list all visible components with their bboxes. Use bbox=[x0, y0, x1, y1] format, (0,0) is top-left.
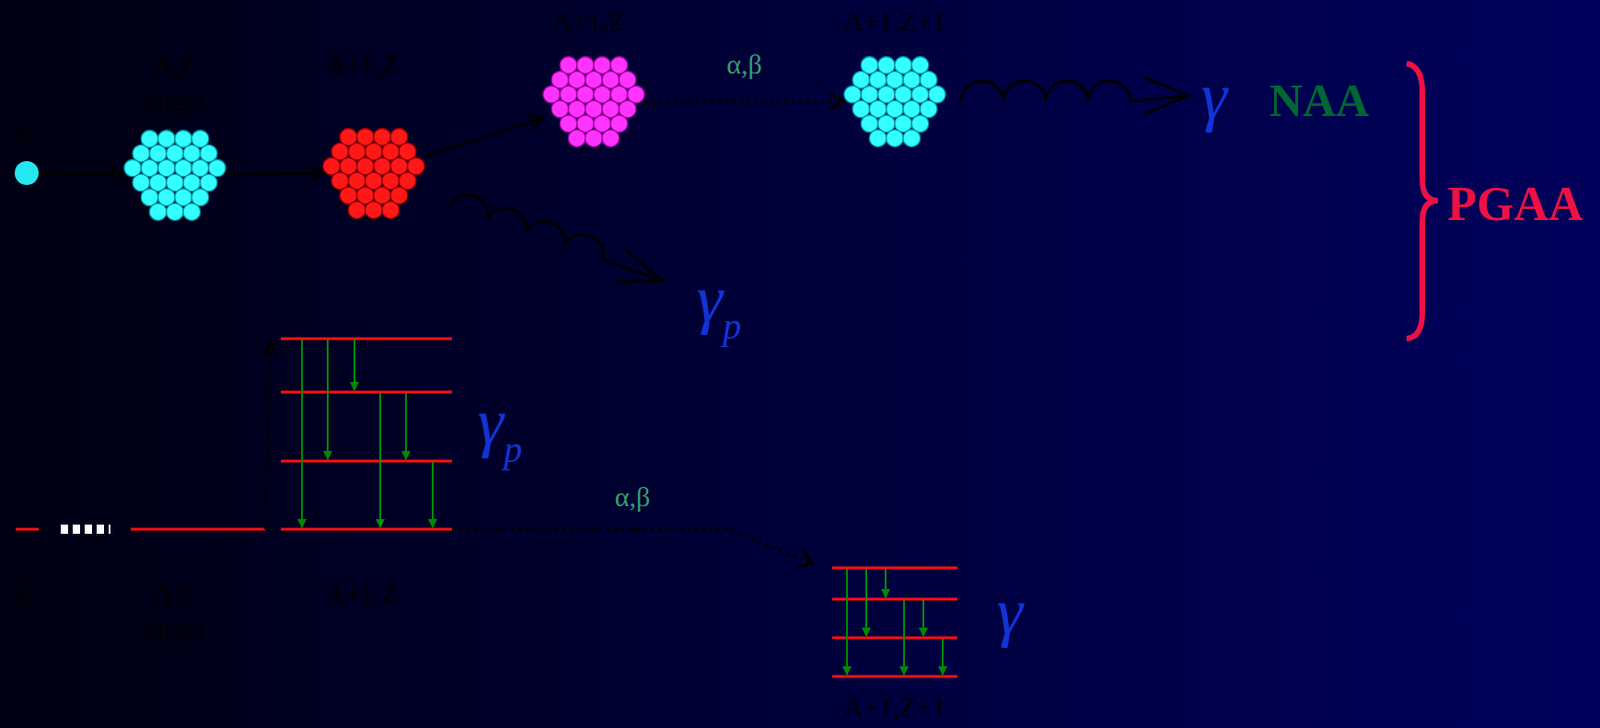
connector bbox=[225, 165, 324, 182]
energy-level bbox=[280, 460, 453, 464]
transition-arrow bbox=[301, 339, 303, 528]
energy-level bbox=[15, 528, 39, 532]
nucleus-label: A+1,Z bbox=[324, 50, 398, 79]
gamma-wave bbox=[961, 77, 1189, 115]
energy-level bbox=[832, 598, 958, 602]
connector-line bbox=[424, 117, 544, 157]
connector bbox=[644, 92, 845, 109]
decay-path bbox=[452, 529, 813, 565]
arrow-head bbox=[526, 115, 544, 130]
energy-level bbox=[832, 637, 958, 640]
transition-arrow bbox=[379, 393, 382, 528]
nucleus-shape bbox=[323, 122, 425, 224]
excitation-arrow bbox=[265, 345, 271, 530]
nucleon bbox=[602, 129, 620, 148]
curly-brace bbox=[1406, 63, 1438, 339]
wave-line bbox=[961, 81, 1189, 102]
arrow-head-line bbox=[795, 550, 816, 574]
connector-line bbox=[644, 99, 845, 104]
energy-level bbox=[832, 675, 958, 679]
nucleus-shape bbox=[844, 50, 946, 152]
edge-label: α,β bbox=[726, 50, 762, 79]
nucleon bbox=[869, 129, 887, 148]
nucleus-shape bbox=[124, 124, 226, 226]
prompt-gamma-label: γp bbox=[477, 389, 522, 469]
nucleon bbox=[382, 201, 400, 220]
nucleus-label: target bbox=[143, 86, 207, 115]
nucleus-node: A,Ztarget bbox=[124, 124, 226, 226]
transition-arrow bbox=[353, 339, 356, 391]
nucleus-label: A+1,Z bbox=[552, 7, 626, 35]
decay-label: α,β bbox=[614, 483, 650, 511]
transition-arrow bbox=[865, 568, 868, 637]
nucleus-label: A,Z bbox=[152, 50, 198, 79]
connector bbox=[38, 165, 125, 182]
connector-line bbox=[38, 173, 125, 174]
nucleus-label: A+1,Z+1 bbox=[843, 693, 946, 721]
nucleus-label: A,Z bbox=[152, 579, 198, 608]
transition-arrow bbox=[405, 393, 407, 460]
transition-arrow bbox=[941, 638, 944, 675]
neutron-dot bbox=[14, 161, 39, 186]
energy-level bbox=[130, 528, 266, 532]
arrow-head bbox=[264, 341, 278, 357]
transition-arrow bbox=[903, 600, 905, 675]
method-label: PGAA bbox=[1447, 180, 1583, 229]
energy-level bbox=[832, 567, 958, 570]
nucleus-node: A+1,Z+1 bbox=[844, 50, 946, 152]
nucleus-label: n bbox=[15, 118, 30, 147]
arrow-head bbox=[795, 550, 816, 574]
prompt-gamma-wave bbox=[443, 189, 669, 297]
neutron-node: n bbox=[14, 161, 39, 186]
nucleon bbox=[365, 201, 383, 220]
energy-level bbox=[280, 528, 453, 532]
gamma-label: γ bbox=[1201, 63, 1228, 130]
nucleus-shape bbox=[14, 161, 39, 186]
transitions bbox=[301, 339, 433, 528]
arrow-head bbox=[614, 250, 668, 297]
arrow-head bbox=[109, 165, 125, 182]
energy-level bbox=[280, 337, 453, 341]
prompt-gamma-label: γp bbox=[696, 266, 742, 346]
nucleon bbox=[585, 129, 603, 148]
nucleon bbox=[183, 203, 201, 221]
connector-line bbox=[225, 172, 324, 176]
arrow-head bbox=[829, 92, 845, 109]
nucleon bbox=[166, 203, 185, 221]
energy-level bbox=[280, 391, 453, 395]
nucleon bbox=[568, 129, 586, 148]
nucleus-node: A+1,Z bbox=[323, 122, 425, 224]
neutron-bar bbox=[60, 524, 111, 534]
nucleus-label: A+1,Z+1 bbox=[843, 7, 946, 35]
method-label: NAA bbox=[1269, 77, 1369, 124]
nucleon bbox=[903, 129, 921, 148]
transition-arrow bbox=[884, 568, 887, 598]
transitions bbox=[846, 568, 943, 675]
nucleus-label: A+1,Z bbox=[324, 579, 398, 608]
wave-line bbox=[449, 189, 669, 281]
nucleus-label: target bbox=[143, 615, 207, 644]
level-scheme bbox=[15, 338, 958, 677]
nucleus-shape bbox=[543, 50, 645, 152]
nucleon bbox=[347, 201, 366, 220]
particle-label: n bbox=[15, 579, 30, 608]
transition-arrow bbox=[431, 462, 434, 528]
transition-arrow bbox=[326, 339, 329, 460]
nucleon bbox=[886, 129, 905, 148]
connector bbox=[424, 115, 544, 157]
arrow-head bbox=[1144, 77, 1189, 115]
transition-arrow bbox=[922, 600, 925, 637]
arrow-head bbox=[308, 165, 324, 182]
gamma-label: γ bbox=[997, 579, 1023, 646]
nucleus-node: A+1,Z bbox=[543, 50, 645, 152]
nucleon bbox=[149, 203, 167, 221]
transition-arrow bbox=[846, 568, 848, 675]
